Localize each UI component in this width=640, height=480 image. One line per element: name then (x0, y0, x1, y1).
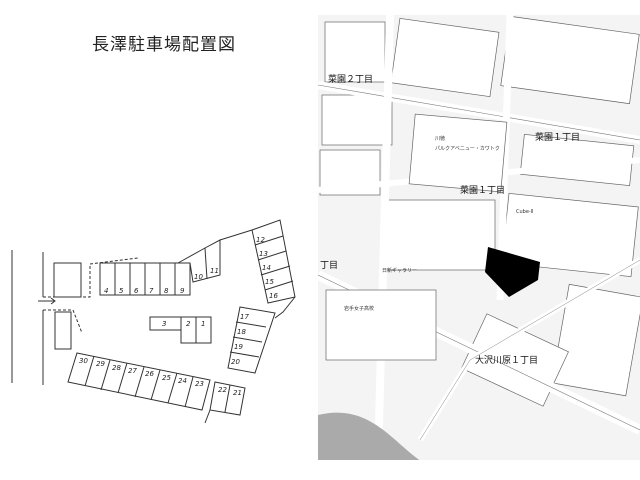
map-label-saien2: 菜園２丁目 (328, 73, 373, 85)
space-29: 29 (96, 360, 105, 368)
map-roads (315, 14, 640, 461)
space-13: 13 (259, 250, 268, 258)
map-label-kawatoku-small: 川徳 (435, 135, 445, 142)
map-blocks (319, 15, 640, 407)
space-23: 23 (195, 380, 204, 388)
space-14: 14 (262, 264, 271, 272)
parking-bottom-right: 22 21 (204, 381, 246, 424)
space-26: 26 (145, 370, 154, 378)
river (318, 412, 440, 470)
map-label-saien1-b: 菜園１丁目 (460, 184, 505, 196)
parking-layout-diagram: 4 5 6 7 8 9 10 11 12 13 14 15 16 3 2 1 (11, 219, 296, 424)
space-21: 21 (233, 389, 242, 397)
map-label-school: 岩手女子高校 (344, 305, 374, 312)
parking-right-upper: 12 13 14 15 16 (251, 219, 296, 319)
space-1: 1 (201, 320, 205, 328)
space-18: 18 (237, 328, 246, 336)
space-12: 12 (256, 236, 265, 244)
space-22: 22 (218, 386, 227, 394)
parking-right-lower: 17 18 19 20 (227, 306, 276, 374)
dashed-boundary (43, 257, 139, 298)
dashed-boundary-lower (43, 309, 83, 334)
kawatoku-building (408, 113, 508, 193)
entrance-arrow-icon (38, 297, 56, 305)
space-20: 20 (231, 358, 240, 366)
map-label-osawa: 大沢川原１丁目 (475, 354, 538, 366)
parking-slanted-top: 10 11 (177, 229, 253, 283)
space-4: 4 (104, 287, 108, 295)
map-label-gallery: 日新ギャラリー (382, 267, 417, 274)
parking-row-top: 4 5 6 7 8 9 (99, 262, 191, 296)
page-title: 長澤駐車場配置図 (92, 35, 236, 55)
space-2: 2 (186, 320, 191, 328)
parking-bottom: 30 29 28 27 26 25 24 23 (67, 352, 211, 411)
school-grounds (325, 289, 437, 361)
map-label-kawatoku: パルクアベニュー・カワトク (435, 146, 500, 152)
space-9: 9 (180, 287, 185, 295)
space-16: 16 (269, 292, 278, 300)
space-5: 5 (119, 287, 124, 295)
space-24: 24 (178, 377, 187, 385)
space-7: 7 (149, 287, 154, 295)
building-box-lower (54, 311, 72, 350)
space-27: 27 (128, 367, 137, 375)
map-label-cube: Cube-Ⅱ (516, 209, 533, 215)
space-19: 19 (234, 343, 243, 351)
map-label-saien1-a: 菜園１丁目 (535, 131, 580, 143)
space-17: 17 (240, 313, 249, 321)
parking-location-marker (485, 247, 540, 297)
map-background (318, 15, 640, 460)
space-30: 30 (79, 357, 88, 365)
building-box (53, 262, 82, 298)
space-8: 8 (164, 287, 169, 295)
space-6: 6 (134, 287, 139, 295)
space-11: 11 (210, 267, 219, 275)
space-15: 15 (265, 278, 274, 286)
space-28: 28 (112, 364, 121, 372)
space-10: 10 (194, 273, 203, 281)
space-3: 3 (162, 320, 166, 328)
space-25: 25 (162, 374, 171, 382)
parking-center: 3 2 1 (149, 316, 212, 344)
map-label-partial: 丁目 (320, 260, 338, 271)
